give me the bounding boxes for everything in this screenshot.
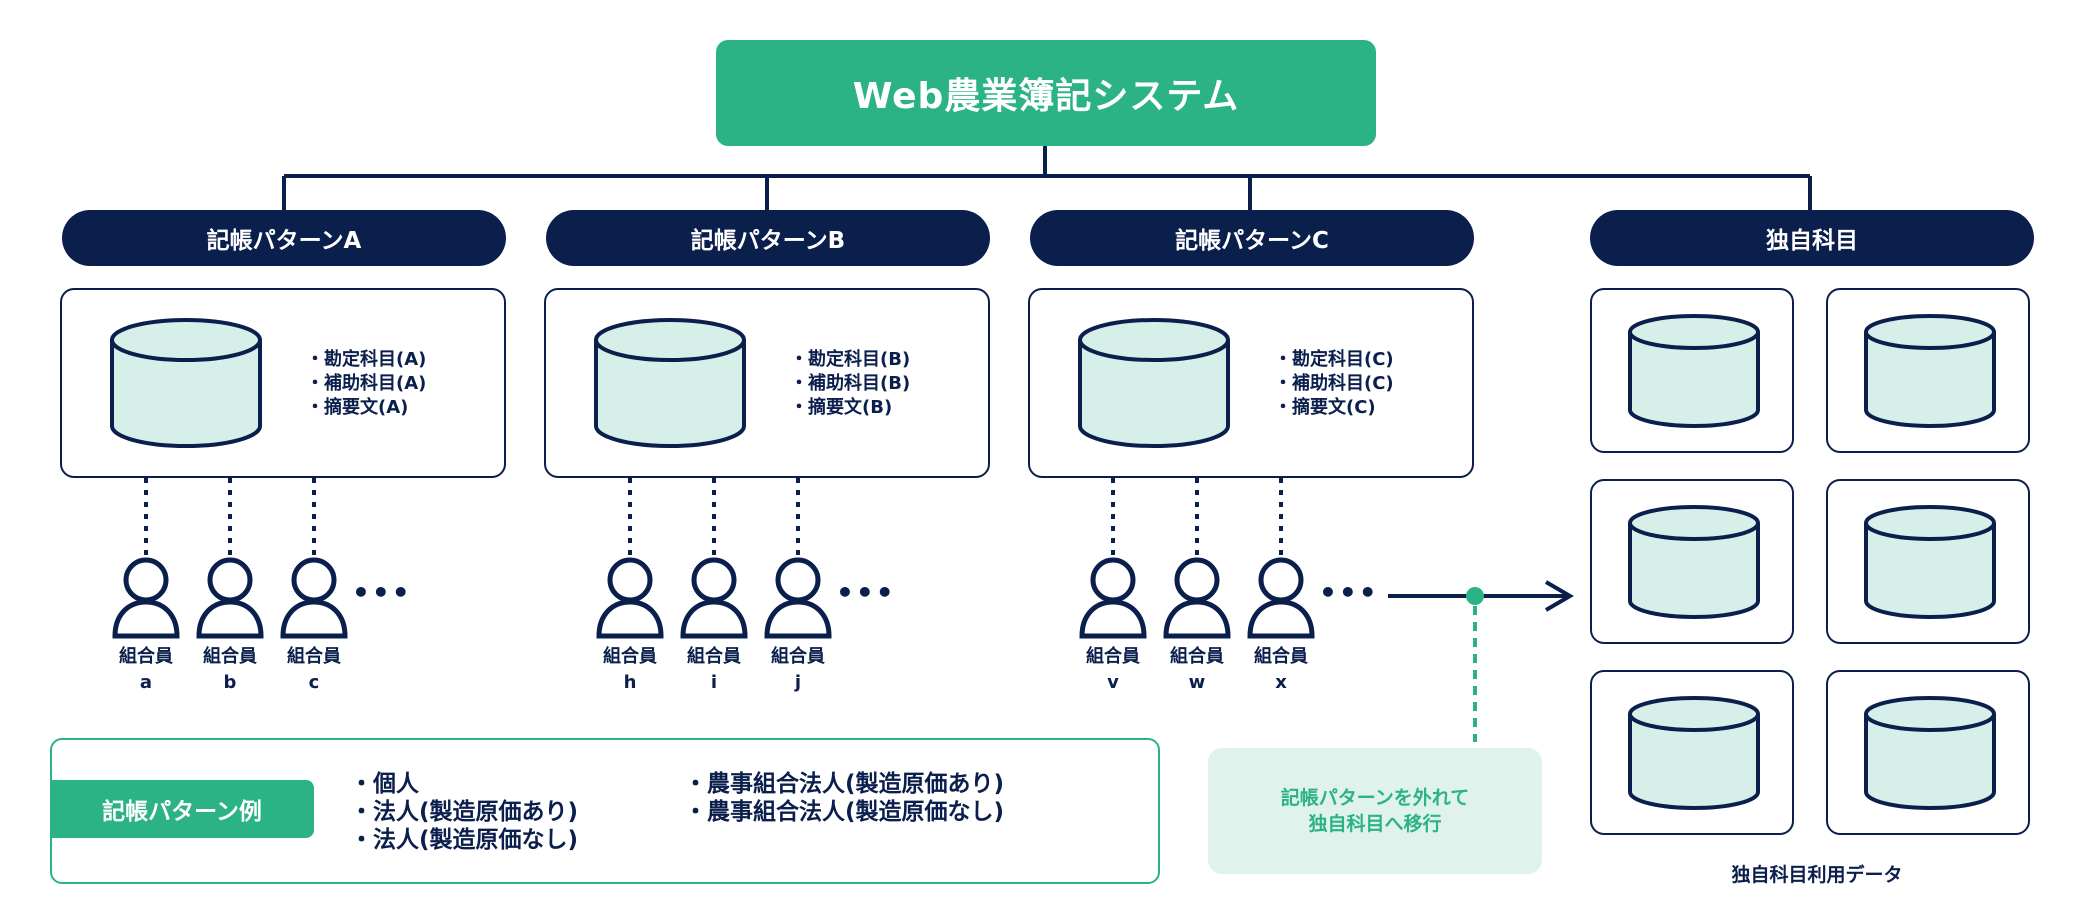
more-members-ellipsis: •••	[836, 576, 896, 609]
custom-data-box	[1590, 288, 1794, 453]
more-members-ellipsis: •••	[352, 576, 412, 609]
database-icon	[594, 318, 746, 448]
pattern-examples-tag: 記帳パターン例	[50, 780, 314, 838]
example-item: 法人(製造原価なし)	[350, 826, 578, 854]
person-icon	[596, 557, 664, 639]
pattern-b-items: 勘定科目(B) 補助科目(B) 摘要文(B)	[790, 348, 910, 420]
pattern-b-label: 記帳パターンB	[546, 210, 990, 266]
migration-note-line2: 独自科目へ移行	[1308, 813, 1442, 835]
example-item: 個人	[350, 770, 578, 798]
database-icon	[1628, 696, 1760, 810]
item-summary: 摘要文(C)	[1274, 396, 1394, 420]
person-icon	[1079, 557, 1147, 639]
person-icon	[1247, 557, 1315, 639]
database-icon	[110, 318, 262, 448]
custom-data-box	[1826, 670, 2030, 835]
custom-data-box	[1590, 670, 1794, 835]
migration-arrow	[1388, 580, 1574, 742]
person-icon	[280, 557, 348, 639]
example-item: 農事組合法人(製造原価あり)	[684, 770, 1004, 798]
custom-data-box	[1590, 479, 1794, 644]
custom-label: 独自科目	[1590, 210, 2034, 266]
database-icon	[1628, 505, 1760, 619]
pattern-a-label: 記帳パターンA	[62, 210, 506, 266]
pattern-a-items: 勘定科目(A) 補助科目(A) 摘要文(A)	[306, 348, 426, 420]
person-icon	[112, 557, 180, 639]
pattern-c-box: 勘定科目(C) 補助科目(C) 摘要文(C)	[1028, 288, 1474, 478]
person-icon	[764, 557, 832, 639]
person-icon	[1163, 557, 1231, 639]
item-sub-account: 補助科目(B)	[790, 372, 910, 396]
custom-data-caption: 独自科目利用データ	[1731, 864, 1903, 886]
item-account: 勘定科目(A)	[306, 348, 426, 372]
migration-note-line1: 記帳パターンを外れて	[1280, 787, 1470, 809]
example-item: 農事組合法人(製造原価なし)	[684, 798, 1004, 826]
pattern-c-label: 記帳パターンC	[1030, 210, 1474, 266]
custom-data-box	[1826, 479, 2030, 644]
item-account: 勘定科目(C)	[1274, 348, 1394, 372]
pattern-b-box: 勘定科目(B) 補助科目(B) 摘要文(B)	[544, 288, 990, 478]
example-item: 法人(製造原価あり)	[350, 798, 578, 826]
more-members-ellipsis: •••	[1319, 576, 1379, 609]
database-icon	[1864, 696, 1996, 810]
item-account: 勘定科目(B)	[790, 348, 910, 372]
pattern-c-items: 勘定科目(C) 補助科目(C) 摘要文(C)	[1274, 348, 1394, 420]
item-summary: 摘要文(B)	[790, 396, 910, 420]
person-icon	[680, 557, 748, 639]
custom-data-box	[1826, 288, 2030, 453]
item-summary: 摘要文(A)	[306, 396, 426, 420]
system-title: Web農業簿記システム	[716, 40, 1376, 146]
pattern-a-box: 勘定科目(A) 補助科目(A) 摘要文(A)	[60, 288, 506, 478]
item-sub-account: 補助科目(C)	[1274, 372, 1394, 396]
pattern-examples-col2: 農事組合法人(製造原価あり) 農事組合法人(製造原価なし)	[684, 770, 1004, 826]
database-icon	[1078, 318, 1230, 448]
database-icon	[1864, 505, 1996, 619]
database-icon	[1864, 314, 1996, 428]
migration-note: 記帳パターンを外れて 独自科目へ移行	[1208, 748, 1542, 874]
item-sub-account: 補助科目(A)	[306, 372, 426, 396]
person-icon	[196, 557, 264, 639]
database-icon	[1628, 314, 1760, 428]
pattern-examples-col1: 個人 法人(製造原価あり) 法人(製造原価なし)	[350, 770, 578, 854]
